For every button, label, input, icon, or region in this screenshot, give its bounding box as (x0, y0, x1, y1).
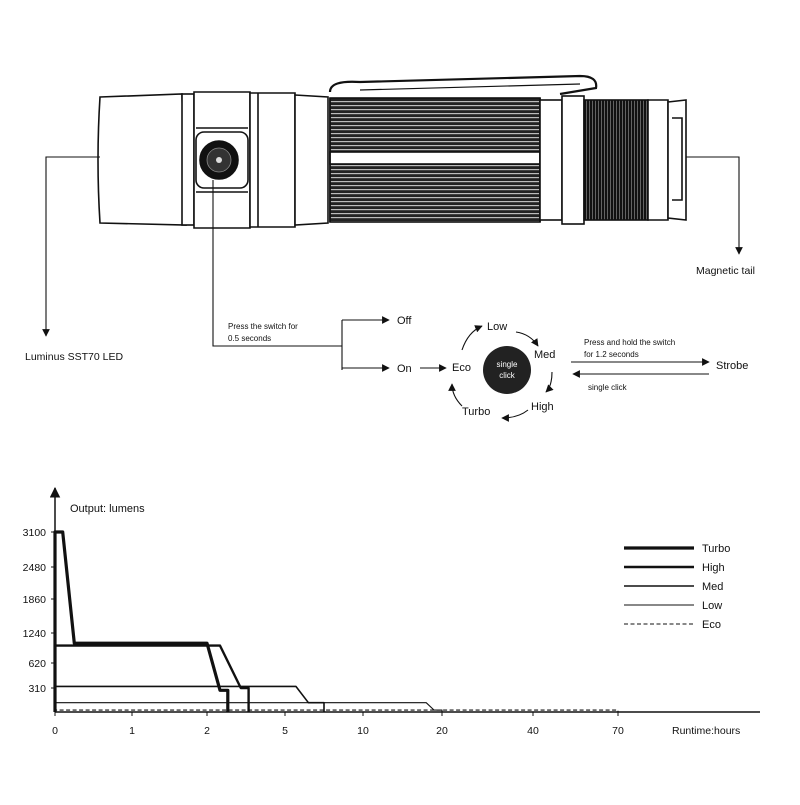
hold-instruction-line2: for 1.2 seconds (584, 350, 639, 359)
hold-instruction-line1: Press and hold the switch (584, 338, 675, 347)
y-tick-label-3100: 3100 (23, 527, 47, 539)
x-axis-label: Runtime:hours (672, 725, 740, 737)
side-switch (199, 140, 239, 180)
flashlight-tail (539, 95, 687, 225)
legend-label-turbo: Turbo (702, 543, 730, 555)
x-tick-label-1: 1 (129, 725, 135, 737)
x-ticks: 0 1 2 5 10 20 40 70 (52, 712, 624, 737)
arrow-med-to-high (545, 371, 554, 393)
mode-strobe-label: Strobe (716, 360, 748, 372)
mode-off-label: Off (397, 315, 412, 327)
x-tick-label-20: 20 (436, 725, 448, 737)
switch-connector (212, 180, 342, 347)
series-line-high (53, 644, 250, 712)
y-axis-label: Output: lumens (70, 503, 145, 515)
y-tick-label-1240: 1240 (23, 628, 47, 640)
mode-med-label: Med (534, 349, 555, 361)
y-ticks: 310 620 1240 1860 2480 3100 (23, 527, 55, 695)
mode-flow (212, 180, 710, 422)
flashlight-illustration (97, 74, 687, 229)
y-tick-label-620: 620 (28, 658, 46, 670)
series-line-med (54, 685, 325, 712)
x-tick-label-5: 5 (282, 725, 288, 737)
legend-label-eco: Eco (702, 619, 721, 631)
single-click-badge (483, 346, 531, 394)
legend-label-med: Med (702, 581, 723, 593)
tail-callout-label: Magnetic tail (696, 265, 755, 277)
series-line-eco (54, 709, 619, 712)
mode-eco-label: Eco (452, 362, 471, 374)
arrow-eco-to-low (461, 325, 483, 351)
x-tick-label-10: 10 (357, 725, 369, 737)
flashlight-head (97, 91, 251, 229)
mode-turbo-label: Turbo (462, 406, 490, 418)
legend-label-low: Low (702, 600, 722, 612)
mode-high-label: High (531, 401, 554, 413)
legend-label-high: High (702, 562, 725, 574)
y-tick-label-310: 310 (28, 683, 46, 695)
flashlight-neck (249, 92, 329, 228)
y-tick-label-2480: 2480 (23, 562, 47, 574)
y-tick-label-1860: 1860 (23, 594, 47, 606)
x-tick-label-70: 70 (612, 725, 624, 737)
mode-on-label: On (397, 363, 412, 375)
mode-low-label: Low (487, 321, 507, 333)
x-tick-label-40: 40 (527, 725, 539, 737)
x-tick-label-2: 2 (204, 725, 210, 737)
series-lines (53, 530, 619, 712)
single-click-return-label: single click (588, 383, 628, 392)
pocket-clip (328, 74, 598, 96)
arrow-low-to-med (515, 331, 539, 347)
series-line-turbo (53, 530, 230, 712)
flashlight-body (329, 97, 541, 223)
single-click-badge-line1: single (497, 360, 518, 369)
tail-callout (686, 156, 743, 255)
led-callout (42, 156, 100, 337)
single-click-badge-line2: click (499, 371, 516, 380)
x-tick-label-0: 0 (52, 725, 58, 737)
press-instruction-line2: 0.5 seconds (228, 334, 271, 343)
series-line-low (54, 702, 443, 712)
led-callout-label: Luminus SST70 LED (25, 351, 123, 363)
arrow-high-to-turbo (501, 409, 529, 422)
runtime-chart: Output: lumens Runtime:hours 31062012401… (23, 486, 760, 737)
arrow-turbo-to-eco (448, 383, 463, 407)
press-instruction-line1: Press the switch for (228, 322, 298, 331)
